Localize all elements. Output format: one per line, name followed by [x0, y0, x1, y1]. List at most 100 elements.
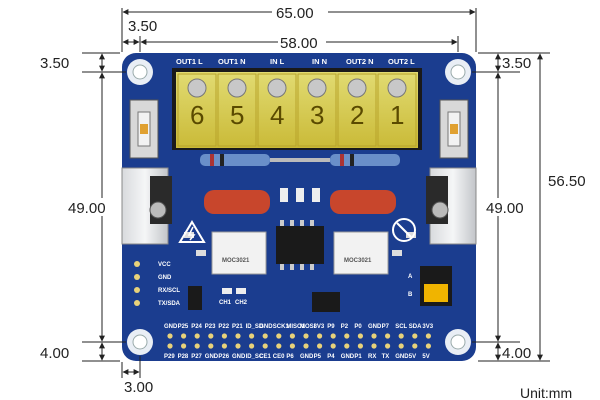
optocoupler-right: MOC3021 — [333, 231, 389, 275]
terminal-digit: 6 — [190, 100, 204, 130]
gpio-pin — [235, 343, 241, 349]
gpio-label-top: P7 — [382, 324, 390, 330]
ch-label: CH1 — [219, 300, 232, 306]
gpio-pin — [181, 343, 187, 349]
gpio-label-bottom: P27 — [191, 354, 202, 360]
dim-total-width: 65.00 — [276, 5, 314, 22]
side-label: GND — [158, 275, 172, 281]
gpio-label-bottom: P1 — [354, 354, 362, 360]
gpio-label-top: MISO1 — [286, 324, 305, 330]
gpio-label-bottom: 5V — [422, 354, 429, 360]
terminal-digit: 5 — [230, 100, 244, 130]
gpio-pin — [303, 343, 309, 349]
gpio-pin — [412, 333, 418, 339]
gpio-pin — [412, 343, 418, 349]
terminal-label: OUT2 N — [346, 57, 374, 66]
terminal-label: OUT1 L — [176, 57, 203, 66]
terminal-label: IN L — [270, 57, 285, 66]
gpio-label-top: P24 — [191, 324, 202, 330]
gpio-pin — [249, 343, 255, 349]
optocoupler-label: MOC3021 — [344, 258, 372, 264]
capacitor-right — [330, 190, 396, 214]
fuse-left — [129, 99, 159, 159]
gpio-pin — [262, 343, 268, 349]
unit-label: Unit:mm — [520, 385, 572, 400]
mounting-hole-bottom-right — [445, 329, 471, 355]
gpio-label-top: P21 — [232, 324, 243, 330]
terminal-digit: 1 — [390, 100, 404, 130]
dim-hole-edge-offset: 3.00 — [124, 379, 153, 396]
gpio-pin — [208, 333, 214, 339]
gpio-label-top: GND — [164, 324, 178, 330]
high-voltage-warning-icon — [178, 220, 206, 243]
gpio-label-bottom: GND — [341, 354, 355, 360]
dim-top-offset-right: 3.50 — [502, 55, 531, 72]
channel-leds: CH1 CH2 — [219, 288, 248, 306]
gpio-label-top: SDA — [409, 324, 422, 330]
ic-chip-small — [312, 292, 340, 312]
capacitor-left — [204, 190, 270, 214]
screw-terminal-block: 6 5 4 3 2 1 — [172, 68, 422, 150]
gpio-pin — [194, 333, 200, 339]
jumper-selector[interactable]: A B — [408, 266, 452, 306]
gpio-label-bottom: GND — [395, 354, 409, 360]
optocoupler-left: MOC3021 — [211, 231, 267, 275]
gpio-label-bottom: GND — [205, 354, 219, 360]
gpio-label-bottom: GND — [232, 354, 246, 360]
gpio-pin — [344, 343, 350, 349]
gpio-pin — [344, 333, 350, 339]
side-label: VCC — [158, 262, 171, 268]
gpio-pin — [425, 343, 431, 349]
gpio-pin — [289, 343, 295, 349]
gpio-label-bottom: P29 — [164, 354, 175, 360]
gpio-label-bottom: P26 — [218, 354, 229, 360]
terminal-digit: 2 — [350, 100, 364, 130]
gpio-pin — [317, 333, 323, 339]
gpio-label-bottom: CE0 — [273, 354, 285, 360]
gpio-label-bottom: TX — [382, 354, 390, 360]
dim-hole-span-y-right: 49.00 — [486, 200, 524, 217]
terminal-digit: 3 — [310, 100, 324, 130]
gpio-pin — [330, 343, 336, 349]
gpio-pin — [181, 333, 187, 339]
gpio-pin — [262, 333, 268, 339]
gpio-pin — [167, 333, 173, 339]
gpio-label-bottom: P28 — [178, 354, 189, 360]
gpio-label-bottom: P5 — [314, 354, 322, 360]
gpio-label-bottom: 5V — [409, 354, 416, 360]
gpio-pin — [167, 343, 173, 349]
resistor-row — [200, 154, 400, 166]
gpio-label-top: P22 — [218, 324, 229, 330]
ic-chip-left — [188, 286, 202, 310]
no-touch-icon — [392, 218, 416, 242]
gpio-pin — [221, 343, 227, 349]
terminal-label: IN N — [312, 57, 327, 66]
side-label: RX/SCL — [158, 288, 180, 294]
side-label: TX/SDA — [158, 301, 181, 307]
gpio-label-bottom: P6 — [286, 354, 294, 360]
gpio-pin — [371, 343, 377, 349]
gpio-label-top: 3V3 — [422, 324, 433, 330]
gpio-pin — [385, 343, 391, 349]
gpio-label-top: P0 — [354, 324, 362, 330]
dim-left-offset: 3.50 — [128, 18, 157, 35]
gpio-pin — [425, 333, 431, 339]
gpio-pin — [371, 333, 377, 339]
terminal-labels: OUT1 L OUT1 N IN L IN N OUT2 N OUT2 L — [176, 57, 415, 66]
gpio-label-top: P9 — [327, 324, 335, 330]
mounting-hole-bottom-left — [127, 329, 153, 355]
gpio-pin — [357, 343, 363, 349]
dim-hole-span-x: 58.00 — [280, 35, 318, 52]
terminal-label: OUT2 L — [388, 57, 415, 66]
gpio-label-bottom: GND — [300, 354, 314, 360]
mounting-hole-top-right — [445, 59, 471, 85]
gpio-label-top: P23 — [205, 324, 216, 330]
gpio-label-top: 3V3 — [314, 324, 325, 330]
gpio-pin — [235, 333, 241, 339]
gpio-label-top: GND — [368, 324, 382, 330]
dim-hole-span-y-left: 49.00 — [68, 200, 106, 217]
fuse-right — [439, 99, 469, 159]
gpio-label-top: SCK1 — [273, 324, 290, 330]
